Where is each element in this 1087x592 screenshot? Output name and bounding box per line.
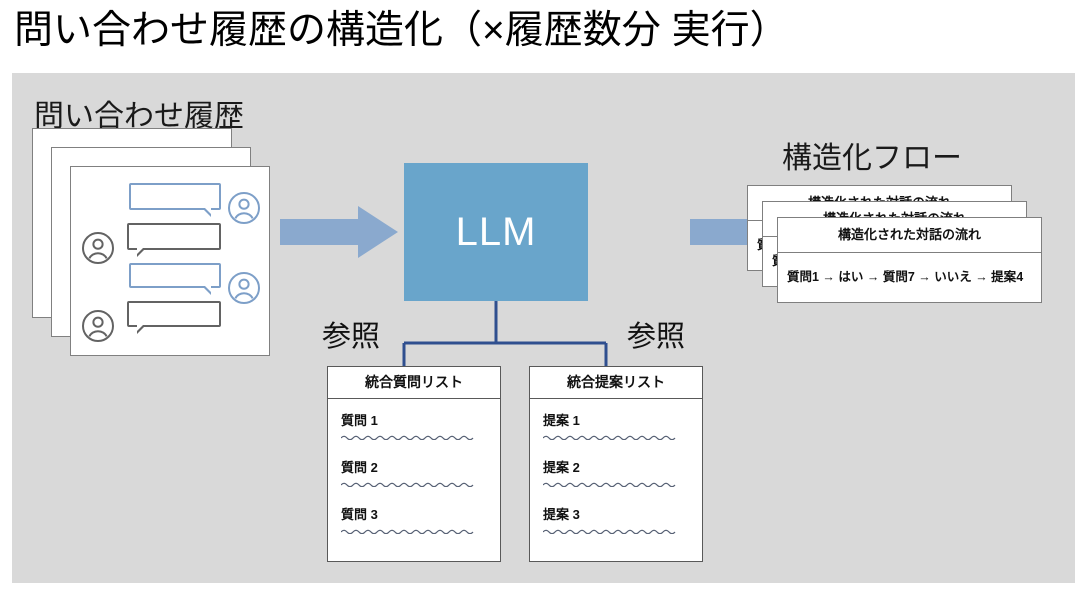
list-item: 質問 2 bbox=[341, 457, 487, 487]
bubble-tail bbox=[137, 325, 146, 334]
reference-label-right: 参照 bbox=[627, 321, 686, 353]
avatar-agent-1 bbox=[81, 231, 115, 265]
llm-box: LLM bbox=[404, 163, 588, 301]
chat-history-stack bbox=[32, 128, 292, 378]
squiggle-line bbox=[341, 435, 474, 440]
proposal-list-body: 提案 1 提案 2 提案 3 bbox=[530, 399, 702, 534]
structured-flow-stack: 構造化された対話の流れ 質問1 → はい → 質問7 → いいえ → 提案4 構… bbox=[747, 185, 1057, 305]
chat-bubble-user-2 bbox=[129, 263, 221, 295]
history-caption: 問い合わせ履歴 bbox=[34, 100, 244, 133]
list-item: 提案 1 bbox=[543, 410, 689, 440]
avatar-agent-2 bbox=[81, 309, 115, 343]
question-list-header: 統合質問リスト bbox=[328, 367, 500, 399]
page-title: 問い合わせ履歴の構造化（×履歴数分 実行） bbox=[14, 9, 789, 52]
question-list-box: 統合質問リスト 質問 1 質問 2 質問 3 bbox=[327, 366, 501, 562]
bubble-tail bbox=[202, 208, 211, 217]
list-item: 提案 3 bbox=[543, 504, 689, 534]
question-item-label: 質問 1 bbox=[341, 413, 378, 428]
avatar-user-2 bbox=[227, 271, 261, 305]
chat-bubble-agent-1 bbox=[127, 223, 221, 257]
chat-bubble-user-1 bbox=[129, 183, 221, 217]
question-item-label: 質問 2 bbox=[341, 460, 378, 475]
proposal-list-box: 統合提案リスト 提案 1 提案 2 提案 3 bbox=[529, 366, 703, 562]
question-list-body: 質問 1 質問 2 質問 3 bbox=[328, 399, 500, 534]
flow-card-front: 構造化された対話の流れ 質問1 → はい → 質問7 → いいえ → 提案4 bbox=[777, 217, 1042, 303]
proposal-list-header: 統合提案リスト bbox=[530, 367, 702, 399]
reference-label-left: 参照 bbox=[322, 321, 381, 353]
flow-card-header: 構造化された対話の流れ bbox=[778, 218, 1041, 253]
proposal-item-label: 提案 3 bbox=[543, 507, 580, 522]
list-item: 質問 1 bbox=[341, 410, 487, 440]
list-item: 提案 2 bbox=[543, 457, 689, 487]
squiggle-line bbox=[341, 482, 474, 487]
squiggle-line bbox=[543, 482, 676, 487]
flow-card-body: 質問1 → はい → 質問7 → いいえ → 提案4 bbox=[787, 270, 1024, 284]
question-item-label: 質問 3 bbox=[341, 507, 378, 522]
avatar-user-1 bbox=[227, 191, 261, 225]
chat-bubble-agent-2 bbox=[127, 301, 221, 334]
bubble-tail bbox=[137, 248, 146, 257]
diagram-panel: 問い合わせ履歴 bbox=[12, 73, 1075, 583]
proposal-item-label: 提案 2 bbox=[543, 460, 580, 475]
squiggle-line bbox=[341, 529, 474, 534]
bubble-tail bbox=[202, 286, 211, 295]
list-item: 質問 3 bbox=[341, 504, 487, 534]
input-arrow-icon bbox=[280, 206, 398, 258]
flow-caption: 構造化フロー bbox=[782, 142, 962, 175]
squiggle-line bbox=[543, 435, 676, 440]
squiggle-line bbox=[543, 529, 676, 534]
llm-label: LLM bbox=[455, 209, 537, 254]
proposal-item-label: 提案 1 bbox=[543, 413, 580, 428]
chat-history-card-front bbox=[70, 166, 270, 356]
